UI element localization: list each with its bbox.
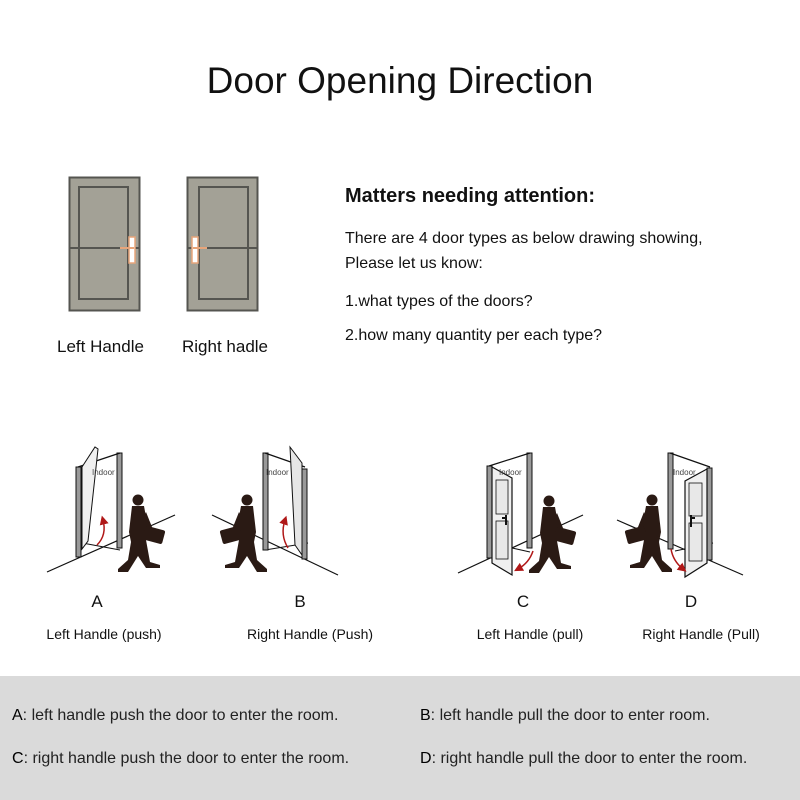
scene-a-letter: A xyxy=(91,592,103,611)
scene-a-indoor-label: Indoor xyxy=(92,468,115,477)
scene-c-caption: Left Handle (pull) xyxy=(476,626,584,642)
legend-a: A: left handle push the door to enter th… xyxy=(12,707,339,724)
scene-a-illustration: Indoor xyxy=(46,446,176,573)
push-arrow-icon xyxy=(96,515,109,546)
scene-d-caption: Right Handle (Pull) xyxy=(642,626,760,642)
scene-d-indoor-label: Indoor xyxy=(673,468,696,477)
scene-b-illustration: Indoor xyxy=(211,445,339,576)
walking-man-icon xyxy=(219,494,267,572)
legend-d: D: right handle pull the door to enter t… xyxy=(420,750,748,767)
pull-arrow-icon xyxy=(670,548,687,572)
attention-line-1: There are 4 door types as below drawing … xyxy=(345,230,703,247)
right-handle-door-illustration xyxy=(186,176,259,312)
left-handle-door-illustration xyxy=(68,176,141,312)
walking-man-icon xyxy=(529,495,577,573)
scene-b-indoor-label: Indoor xyxy=(266,468,289,477)
scene-d-illustration: Indoor xyxy=(616,452,744,579)
scene-b-caption: Right Handle (Push) xyxy=(246,626,374,642)
attention-line-2: Please let us know: xyxy=(345,255,483,272)
scene-b-letter: B xyxy=(294,592,306,611)
push-arrow-icon xyxy=(279,515,289,549)
question-1: 1.what types of the doors? xyxy=(345,293,533,310)
pull-arrow-icon xyxy=(514,550,534,572)
walking-man-icon xyxy=(624,494,672,572)
left-handle-label: Left Handle xyxy=(57,337,144,356)
legend-b: B: left handle pull the door to enter ro… xyxy=(420,707,710,724)
legend-band: A: left handle push the door to enter th… xyxy=(0,676,800,800)
scene-d-letter: D xyxy=(684,592,698,611)
page-title: Door Opening Direction xyxy=(206,60,594,101)
legend-c: C: right handle push the door to enter t… xyxy=(12,750,350,767)
scene-c-illustration: Indoor xyxy=(457,452,584,577)
attention-heading: Matters needing attention: xyxy=(345,185,596,207)
question-2: 2.how many quantity per each type? xyxy=(345,327,603,344)
scene-c-letter: C xyxy=(516,592,530,611)
scene-c-indoor-label: Indoor xyxy=(499,468,522,477)
walking-man-icon xyxy=(118,494,166,572)
scene-a-caption: Left Handle (push) xyxy=(46,626,162,642)
right-handle-label: Right hadle xyxy=(182,337,269,356)
